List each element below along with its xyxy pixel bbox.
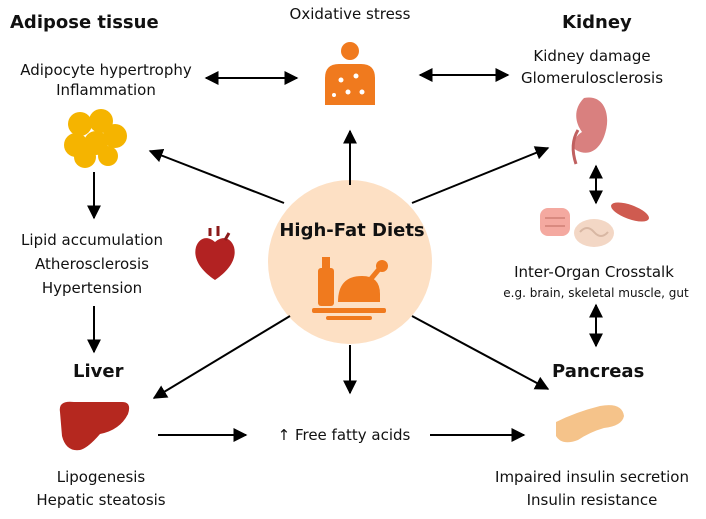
oxidative-stress-label: Oxidative stress [289, 5, 411, 23]
adipose-detail-1: Adipocyte hypertrophy [20, 61, 192, 79]
crosstalk-subtitle: e.g. brain, skeletal muscle, gut [503, 286, 689, 300]
arrow-center-to-kidney [411, 146, 550, 204]
liver-title: Liver [73, 361, 124, 382]
crosstalk-title: Inter-Organ Crosstalk [514, 263, 674, 281]
liver-detail-1: Lipogenesis [56, 468, 146, 486]
arrow-center-to-liver [152, 315, 291, 399]
center-title: High-Fat Diets [279, 220, 425, 241]
cardio-detail-2: Atherosclerosis [35, 255, 149, 273]
fast-food-icon [312, 257, 388, 320]
adipose-title: Adipose tissue [10, 12, 159, 33]
liver-detail-2: Hepatic steatosis [36, 491, 166, 509]
kidney-detail-1: Kidney damage [533, 47, 651, 65]
liver-icon [59, 401, 130, 451]
heart-icon [195, 226, 235, 280]
adipose-detail-2: Inflammation [56, 81, 156, 99]
gut-icon [540, 208, 570, 236]
muscle-icon [611, 202, 649, 222]
ffa-label: ↑ Free fatty acids [277, 426, 411, 444]
pancreas-detail-1: Impaired insulin secretion [495, 468, 689, 486]
fat-cells-icon [64, 109, 127, 168]
arrow-center-to-adipose [148, 149, 285, 204]
pancreas-detail-2: Insulin resistance [526, 491, 658, 509]
cardio-detail-1: Lipid accumulation [21, 231, 163, 249]
cardio-detail-3: Hypertension [41, 279, 143, 297]
kidney-detail-2: Glomerulosclerosis [520, 69, 664, 87]
kidney-icon [571, 97, 608, 165]
kidney-title: Kidney [562, 12, 632, 33]
arrow-center-to-pancreas [411, 315, 550, 390]
brain-icon [574, 219, 614, 247]
person-icon [325, 42, 375, 105]
pancreas-icon [556, 405, 624, 443]
pancreas-title: Pancreas [552, 361, 645, 382]
center-circle [268, 180, 432, 344]
